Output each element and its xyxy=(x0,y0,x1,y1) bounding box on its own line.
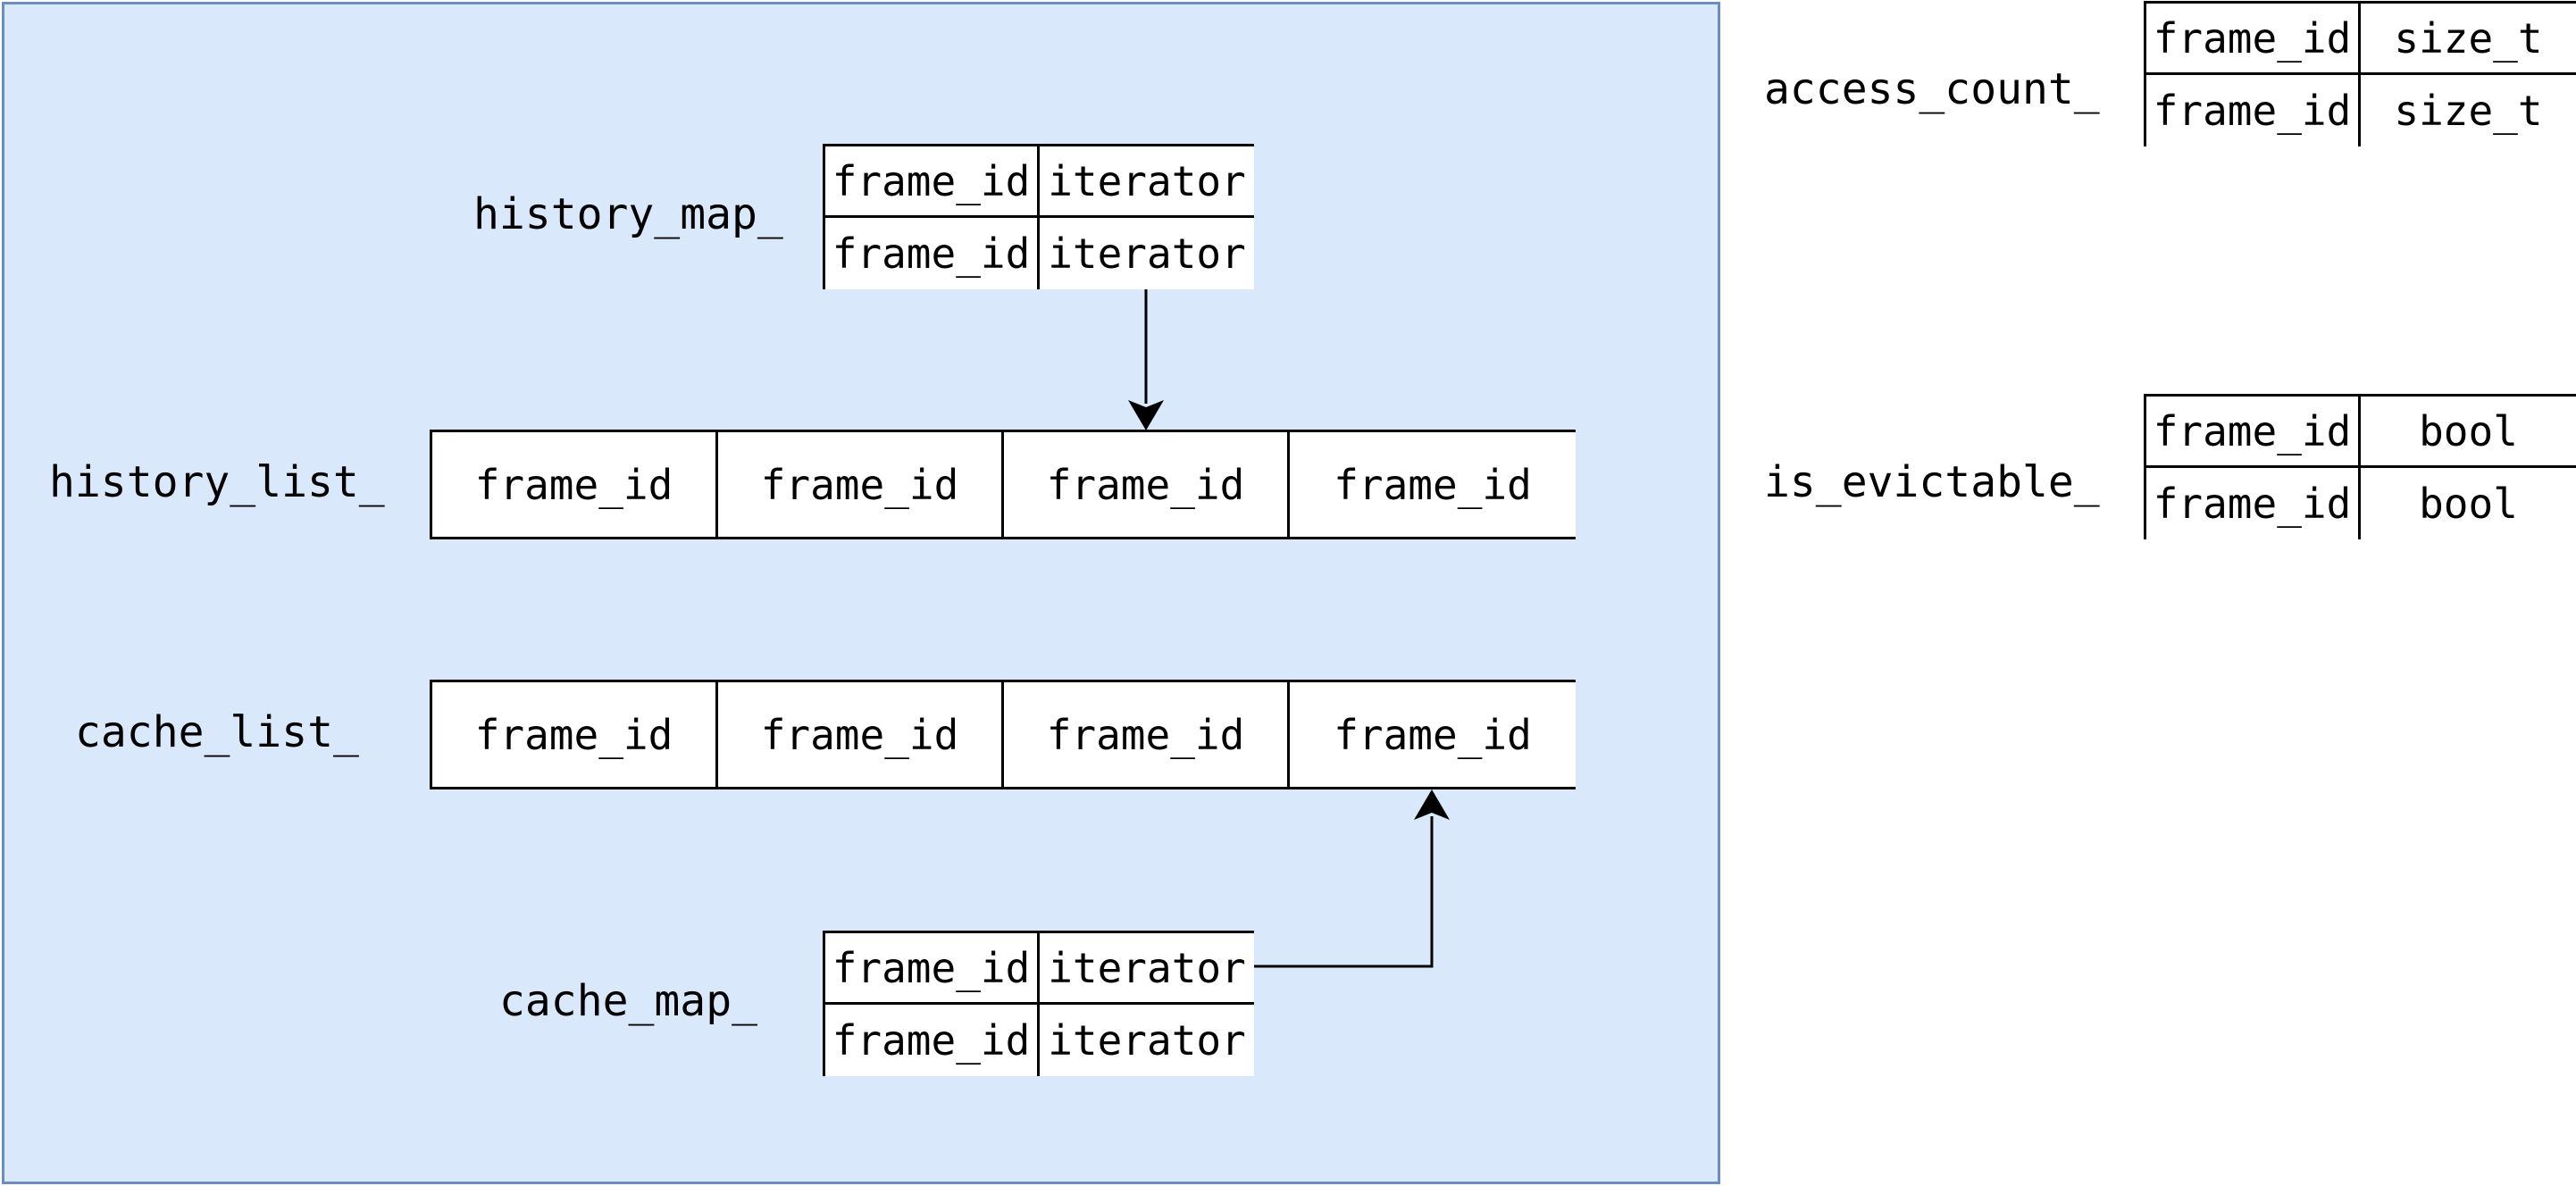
cache-list-item-2: frame_id xyxy=(718,682,1004,787)
history-list-item-1: frame_id xyxy=(432,432,718,537)
history-map-label: history_map_ xyxy=(473,189,783,239)
history-map-value: iterator xyxy=(1040,218,1254,289)
access-count-value: size_t xyxy=(2361,4,2576,75)
cache-map-value: iterator xyxy=(1040,1005,1254,1076)
cache-list-item-4: frame_id xyxy=(1290,682,1576,787)
is-evictable-value: bool xyxy=(2361,468,2576,539)
access-count-key: frame_id xyxy=(2146,4,2361,75)
history-list-item-3: frame_id xyxy=(1004,432,1290,537)
cache-map-key: frame_id xyxy=(825,933,1040,1005)
is-evictable-key: frame_id xyxy=(2146,397,2361,468)
cache-map-label: cache_map_ xyxy=(499,976,757,1026)
cache-list: frame_id frame_id frame_id frame_id xyxy=(430,680,1576,789)
history-map-key: frame_id xyxy=(825,146,1040,218)
cache-map-value: iterator xyxy=(1040,933,1254,1005)
cache-map-key: frame_id xyxy=(825,1005,1040,1076)
access-count-key: frame_id xyxy=(2146,75,2361,146)
access-count-label: access_count_ xyxy=(1764,64,2100,114)
history-map-key: frame_id xyxy=(825,218,1040,289)
is-evictable-table: frame_id bool frame_id bool xyxy=(2144,394,2576,539)
cache-list-label: cache_list_ xyxy=(75,707,359,757)
is-evictable-value: bool xyxy=(2361,397,2576,468)
history-list-item-2: frame_id xyxy=(718,432,1004,537)
history-list: frame_id frame_id frame_id frame_id xyxy=(430,430,1576,539)
cache-map-table: frame_id iterator frame_id iterator xyxy=(823,931,1254,1076)
history-list-item-4: frame_id xyxy=(1290,432,1576,537)
is-evictable-label: is_evictable_ xyxy=(1764,457,2100,507)
access-count-table: frame_id size_t frame_id size_t xyxy=(2144,1,2576,146)
history-map-value: iterator xyxy=(1040,146,1254,218)
cache-list-item-1: frame_id xyxy=(432,682,718,787)
history-list-label: history_list_ xyxy=(49,457,385,507)
history-map-table: frame_id iterator frame_id iterator xyxy=(823,144,1254,289)
access-count-value: size_t xyxy=(2361,75,2576,146)
is-evictable-key: frame_id xyxy=(2146,468,2361,539)
cache-list-item-3: frame_id xyxy=(1004,682,1290,787)
